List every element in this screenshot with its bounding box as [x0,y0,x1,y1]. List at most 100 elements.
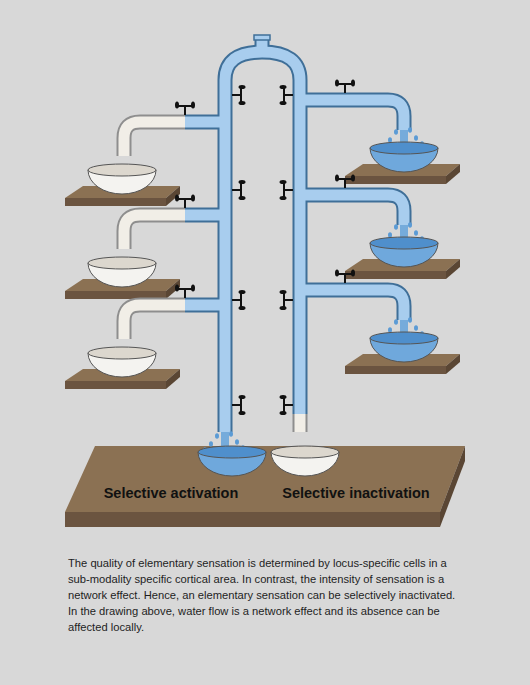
valve-wing [191,102,195,109]
water-drop [229,431,233,437]
valve-handle [232,85,246,105]
pipe-wall [300,100,404,130]
water-drop [394,129,398,135]
full-bowl [370,332,438,362]
valve-wing [280,196,287,200]
bowls [88,142,438,476]
valve-bar [337,83,353,85]
valve-wing [335,80,339,87]
valve-stem [232,189,241,191]
shelves [65,164,460,389]
pipe-network [124,35,404,432]
valve-stem [232,299,241,301]
empty-bowl [88,347,156,377]
valve-wing [239,196,246,200]
pipe-bore [124,215,185,249]
shelf-side [446,259,460,279]
water-streams [203,127,424,453]
valve-stem [184,106,186,115]
valve-wing [191,285,195,292]
pipe-wall [293,414,308,432]
valve-handle [232,395,246,415]
shelf-front [65,381,166,389]
pipe-bore [185,300,225,311]
valve-handle [175,285,195,299]
valve-wing [280,395,287,399]
pipe-wall [225,52,300,432]
valve-wing [280,101,287,105]
full-bowl [198,446,266,476]
valve-wing [335,175,339,182]
valve-stem [344,179,346,188]
shelf-side [166,279,180,299]
pipe-wall [300,290,404,320]
valve-bar [177,105,193,107]
valve-bar [177,288,193,290]
valve-stem [284,299,293,301]
pipe-bore [185,210,225,221]
valve-stem [344,84,346,93]
bowl-rim [198,446,266,458]
valve-handle [280,85,294,105]
pipe-bore [225,52,300,432]
empty-bowl [88,164,156,194]
pipe-wall [124,122,185,156]
valve-handle [175,195,195,209]
valve-handle [232,180,246,200]
valve-wing [280,85,287,89]
water-drop [408,222,412,228]
valve-wing [191,195,195,202]
pipe-wall [185,115,225,130]
valve-wing [280,411,287,415]
pipe-bore [300,100,404,130]
valve-handle [175,102,195,116]
valve-wing [239,85,246,89]
valve-stem [284,404,293,406]
water-drop [408,317,412,323]
shelf-side [446,164,460,184]
valve-wing [175,285,179,292]
pipe-bore [124,305,185,339]
valve-stem [184,199,186,208]
valve-wing [239,290,246,294]
valve-handle [335,270,355,284]
bowl-rim [370,142,438,154]
platform-top [65,446,465,512]
pipe-wall [185,208,225,223]
shelf-side [166,186,180,206]
water-drop [414,230,418,236]
valve-stem [232,404,241,406]
bowl-rim [88,164,156,176]
valve-wing [239,180,246,184]
pipe-bore [295,414,306,432]
platform-front [65,512,440,527]
valve-wing [239,411,246,415]
valve-wing [239,395,246,399]
valve-wing [335,270,339,277]
shelf-front [345,366,446,374]
water-drop [215,433,219,439]
valve-bar [240,292,242,308]
section-label: Selective inactivation [271,484,441,502]
valve-bar [283,87,285,103]
valve-bar [283,182,285,198]
valve-bar [337,178,353,180]
empty-bowl [88,257,156,287]
section-label: Selective activation [91,484,251,502]
valve-wing [175,102,179,109]
base-platform [65,446,465,527]
valve-bar [337,273,353,275]
water-drop [235,439,239,445]
water-drop [414,325,418,331]
valve-stem [284,189,293,191]
pipe-inlet-flange [254,35,270,40]
pipe-bore [300,195,404,225]
figure-caption: The quality of elementary sensation is d… [68,556,464,636]
full-bowl [370,237,438,267]
valves [175,80,355,416]
valve-wing [280,290,287,294]
water-drop [408,127,412,133]
valve-bar [240,182,242,198]
pipe-wall [124,305,185,339]
valve-handle [232,290,246,310]
